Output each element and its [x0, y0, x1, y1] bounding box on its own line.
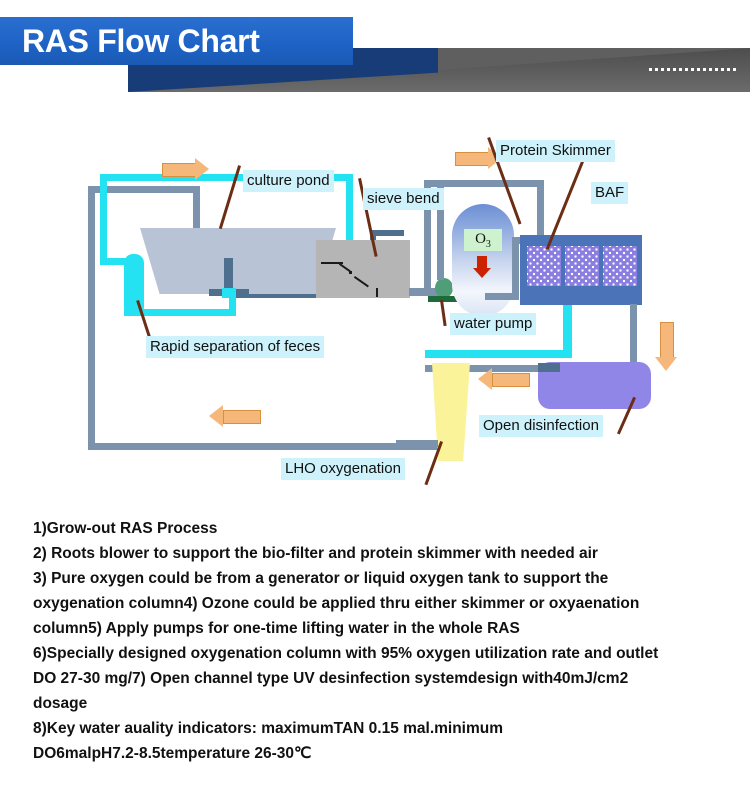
ozone-label-box: O3	[464, 229, 502, 251]
baf-media-panel-3	[603, 246, 637, 286]
process-notes: 1)Grow-out RAS Process 2) Roots blower to…	[33, 516, 733, 766]
cyan-pipe-right-down	[346, 174, 353, 270]
label-water-pump: water pump	[450, 313, 537, 335]
header-blue-band	[0, 17, 353, 65]
pipe-pond-drain-horizontal	[236, 291, 376, 298]
pipe-pump-riser-secondary	[424, 186, 431, 296]
baf-media-panel-1	[527, 246, 561, 286]
pipe-skimmer-bottom-outlet	[485, 293, 519, 300]
water-pump-valve-base	[428, 296, 460, 302]
cyan-pipe-lower-header	[425, 350, 572, 358]
cyan-pipe-separator-out	[124, 309, 236, 316]
label-culture-pond: culture pond	[243, 170, 334, 192]
ozone-injection-arrow-shaft	[477, 256, 487, 270]
cyan-pipe-separator-riser	[229, 288, 236, 316]
note-line: DO 27-30 mg/7) Open channel type UV desi…	[33, 670, 629, 687]
leader-line-rapid-separation	[136, 300, 152, 341]
label-baf: BAF	[591, 182, 629, 204]
leader-line-water-pump	[440, 300, 447, 327]
label-sieve-bend: sieve bend	[363, 188, 444, 210]
ozone-injection-arrow-head	[473, 268, 491, 278]
ras-flow-diagram: O3	[0, 110, 750, 510]
pipe-left-vertical	[88, 186, 95, 450]
flow-arrow-baf-down	[655, 322, 677, 378]
culture-pond-basin	[140, 228, 336, 294]
flow-arrow-top-left	[162, 158, 214, 180]
ozone-text: O3	[475, 231, 491, 250]
pipe-pump-riser	[437, 186, 444, 280]
label-open-disinfection: Open disinfection	[479, 415, 603, 437]
note-line: 8)Key water auality indicators: maximumT…	[33, 720, 504, 737]
pipe-sieve-top-feed	[370, 230, 404, 236]
sieve-bend-unit	[316, 240, 410, 298]
pipe-skimmer-to-baf-drop	[537, 180, 544, 236]
pipe-top-left-horizontal	[88, 186, 200, 193]
flow-arrow-disinfection-left	[478, 368, 534, 390]
culture-pond-drain-outlet	[222, 288, 235, 298]
header-dot-decoration	[649, 68, 736, 71]
pipe-bottom-return	[88, 443, 445, 450]
note-line: 6)Specially designed oxygenation column …	[33, 645, 659, 662]
sieve-bend-screen-tail	[376, 288, 378, 297]
note-line: 3) Pure oxygen could be from a generator…	[33, 570, 609, 587]
pipe-skimmer-outlet-vertical	[512, 237, 519, 299]
baf-media-panel-2	[565, 246, 599, 286]
note-line: DO6malpH7.2-8.5temperature 26-30℃	[33, 745, 312, 762]
cyan-pipe-baf-downcomer	[563, 305, 572, 357]
label-protein-skimmer: Protein Skimmer	[496, 140, 615, 162]
page-header: RAS Flow Chart	[0, 0, 750, 110]
label-lho-oxygenation: LHO oxygenation	[281, 458, 405, 480]
culture-pond-standpipe	[224, 258, 233, 296]
disinfection-inlet-port	[538, 363, 560, 372]
water-pump-valve-body	[435, 278, 453, 298]
note-line: oxygenation column4) Ozone could be appl…	[33, 595, 640, 612]
pipe-pond-inlet-drop	[193, 186, 200, 228]
label-rapid-separation: Rapid separation of feces	[146, 336, 325, 358]
sieve-bend-screen-dot	[349, 271, 352, 274]
cyan-pipe-left-down	[100, 174, 107, 264]
sieve-bend-screen-edge	[321, 262, 343, 264]
pipe-skimmer-top-run	[424, 180, 544, 187]
pipe-lho-outlet	[396, 440, 438, 447]
pipe-baf-outlet-vertical	[630, 304, 637, 380]
note-line: column5) Apply pumps for one-time liftin…	[33, 620, 520, 637]
note-line: 2) Roots blower to support the bio-filte…	[33, 545, 598, 562]
page-title: RAS Flow Chart	[22, 23, 260, 59]
flow-arrow-bottom-return	[209, 405, 265, 427]
note-line: 1)Grow-out RAS Process	[33, 520, 218, 537]
cyan-pipe-top	[100, 174, 353, 181]
cyan-pipe-to-separator	[100, 258, 136, 265]
note-line: dosage	[33, 695, 88, 712]
